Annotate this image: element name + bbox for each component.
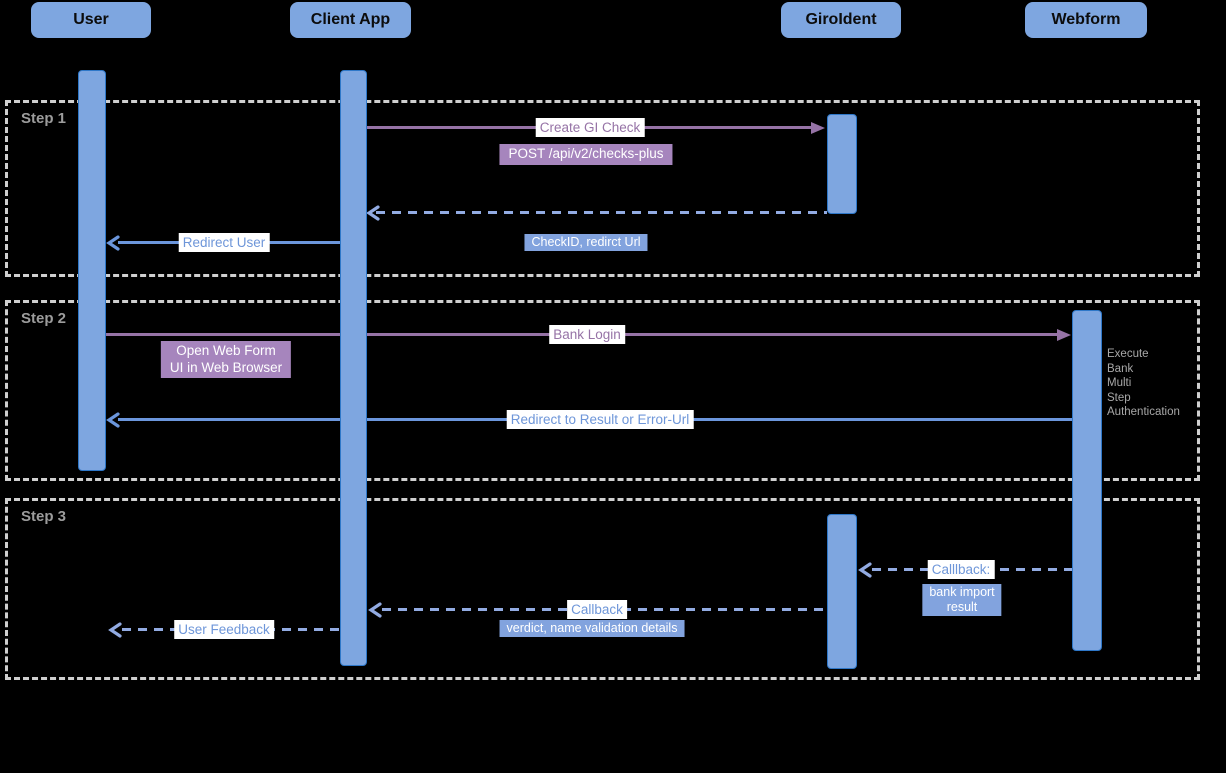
note-line: Multi (1107, 377, 1132, 389)
activation-bar-user (78, 70, 106, 471)
actor-box-client-app: Client App (290, 2, 411, 38)
bank-import-line-1: bank import (929, 585, 995, 599)
arrowhead-right-icon (1057, 329, 1071, 341)
step-2-frame: Step 2 (5, 300, 1200, 481)
step-1-frame: Step 1 (5, 100, 1200, 277)
webform-callback-label: Calllback: (927, 560, 995, 579)
arrowhead-left-icon (106, 235, 120, 251)
note-line: Bank (1107, 362, 1134, 375)
activation-bar-giroident-1 (827, 114, 857, 214)
redirect-user-label: Redirect User (178, 233, 270, 252)
note-line: Execute (1107, 348, 1149, 360)
arrowhead-right-icon (811, 122, 825, 134)
actor-box-giroident: GiroIdent (781, 2, 901, 38)
activation-bar-webform (1072, 310, 1102, 651)
redirect-to-result-label: Redirect to Result or Error-Url (506, 410, 694, 429)
activation-bar-giroident-2 (827, 514, 857, 669)
create-gi-check-label: Create GI Check (535, 118, 645, 137)
activation-bar-client-app (340, 70, 367, 666)
actor-box-webform: Webform (1025, 2, 1147, 38)
bank-import-line-2: result (946, 600, 978, 614)
note-line: Step (1107, 391, 1131, 404)
step-3-frame: Step 3 (5, 498, 1200, 680)
arrowhead-left-icon (366, 205, 380, 221)
open-web-form-line-1: Open Web Form (176, 343, 276, 358)
arrowhead-left-icon (108, 622, 122, 638)
note-line: Authentication (1107, 406, 1180, 418)
arrowhead-left-icon (858, 562, 872, 578)
verdict-details-badge: verdict, name validation details (499, 620, 685, 637)
arrowhead-left-icon (368, 602, 382, 618)
giroident-callback-label: Callback (567, 600, 627, 619)
open-web-form-line-2: UI in Web Browser (169, 359, 283, 375)
arrowhead-left-icon (106, 412, 120, 428)
message-line-giroident-return (376, 211, 827, 214)
checkid-redirect-badge: CheckID, redirct Url (524, 234, 648, 251)
execute-authentication-note: Execute Bank Multi Step Authentication (1107, 347, 1180, 420)
step-1-label: Step 1 (21, 110, 67, 127)
bank-login-label: Bank Login (549, 325, 625, 344)
post-endpoint-badge: POST /api/v2/checks-plus (499, 144, 673, 165)
step-2-label: Step 2 (21, 310, 67, 327)
step-3-label: Step 3 (21, 508, 67, 525)
actor-box-user: User (31, 2, 151, 38)
user-feedback-label: User Feedback (174, 620, 274, 639)
